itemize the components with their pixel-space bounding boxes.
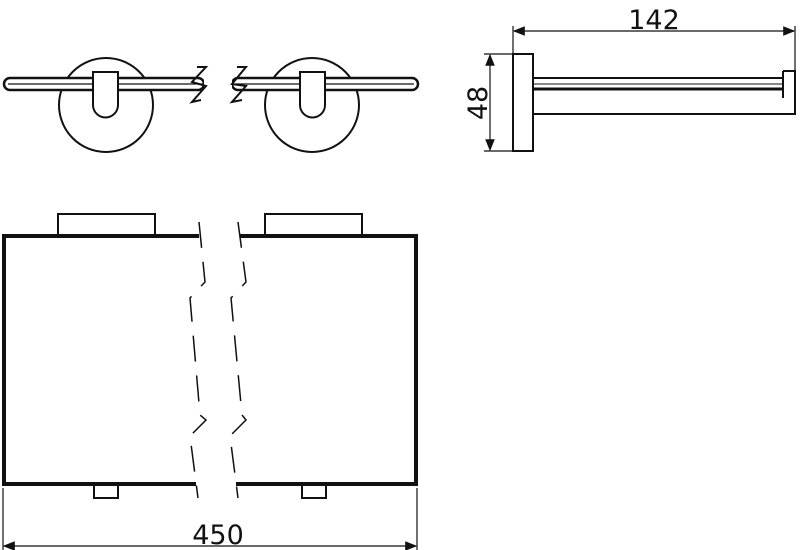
dimension-depth-label: 142 <box>628 5 680 36</box>
left-bottom-tab <box>93 484 119 499</box>
dimension-height-label: 48 <box>463 86 494 120</box>
left-bracket <box>92 71 119 119</box>
right-mount-plate <box>264 213 363 237</box>
right-bracket <box>299 71 326 119</box>
right-wall-rosette <box>264 57 360 153</box>
left-break-mark <box>189 66 209 104</box>
left-break-line <box>189 221 208 499</box>
left-frame <box>2 234 199 486</box>
wall-plate <box>512 53 534 152</box>
left-mount-plate <box>57 213 156 237</box>
right-break-mark <box>229 66 249 104</box>
front-view: 450 <box>2 213 418 550</box>
left-wall-rosette <box>58 57 154 153</box>
side-view: 142 48 <box>463 5 796 152</box>
arm-outline <box>533 70 796 115</box>
dimension-width-label: 450 <box>192 520 244 550</box>
right-break-line <box>229 221 248 499</box>
top-view <box>2 57 420 153</box>
right-frame <box>236 234 418 486</box>
right-bottom-tab <box>301 484 327 499</box>
